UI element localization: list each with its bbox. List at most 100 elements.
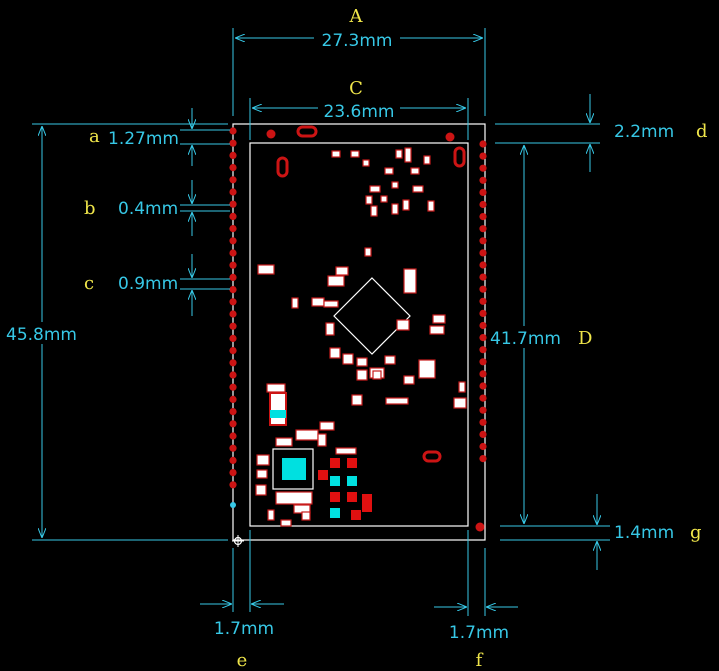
- smd-component: [453, 397, 467, 409]
- pad: [479, 358, 487, 366]
- pad: [229, 249, 237, 257]
- pad: [479, 213, 487, 221]
- smd-component: [391, 203, 399, 215]
- smd-component: [323, 300, 339, 308]
- pad: [479, 140, 487, 148]
- dim-value: 0.4mm: [118, 199, 178, 219]
- pad: [479, 382, 487, 390]
- dim-value: 1.4mm: [614, 523, 674, 543]
- smd-component: [351, 394, 363, 406]
- dim-value: 41.7mm: [490, 329, 561, 349]
- dim-value: 2.2mm: [614, 122, 674, 142]
- dimension-D: 41.7mm D: [490, 142, 610, 527]
- smd-component: [329, 347, 341, 359]
- oval-pad: [276, 156, 289, 178]
- pad: [479, 225, 487, 233]
- smd-component: [380, 195, 388, 203]
- dim-value: 23.6mm: [324, 102, 395, 122]
- top-pads: [230, 125, 485, 532]
- pad: [229, 383, 237, 391]
- origin-mark: [232, 535, 244, 547]
- pad: [229, 420, 237, 428]
- dimension-f: 1.7mm f: [434, 530, 518, 671]
- smd-component: [365, 195, 373, 205]
- smd-component: [395, 149, 403, 159]
- oval-pad: [296, 125, 318, 138]
- pad: [229, 347, 237, 355]
- pad: [229, 371, 237, 379]
- smd-component: [432, 314, 446, 324]
- power-pad: [347, 458, 357, 468]
- smd-component: [291, 297, 299, 309]
- smd-component: [362, 159, 370, 167]
- smd-component: [385, 397, 409, 405]
- pad: [229, 395, 237, 403]
- pad: [479, 334, 487, 342]
- pad: [229, 334, 237, 342]
- pad: [229, 286, 237, 294]
- mcu-outline: [333, 277, 411, 355]
- smd-component: [257, 264, 275, 275]
- pad-marker: [230, 502, 236, 508]
- pad: [229, 188, 237, 196]
- main-chip: [333, 277, 411, 355]
- pad: [479, 188, 487, 196]
- pad: [479, 249, 487, 257]
- pad: [479, 200, 487, 209]
- smd-component: [412, 185, 424, 193]
- pad: [229, 298, 237, 306]
- left-pad-row: [229, 127, 237, 489]
- pad: [479, 309, 487, 317]
- dimension-d: 2.2mm d: [495, 94, 708, 172]
- dim-letter: c: [84, 273, 94, 294]
- smd-component: [403, 268, 417, 294]
- smd-component: [301, 511, 311, 521]
- smd-component: [256, 454, 270, 466]
- pad: [479, 346, 487, 354]
- dimension-g: 1.4mm g: [500, 494, 702, 570]
- smd-component: [256, 469, 268, 479]
- smd-component: [331, 150, 341, 158]
- pad: [229, 310, 237, 318]
- pad: [229, 212, 237, 220]
- pad: [229, 127, 237, 135]
- pad: [479, 455, 487, 463]
- smd-component: [266, 383, 286, 393]
- smd-component: [311, 297, 325, 307]
- components: [255, 147, 467, 527]
- power-pad: [318, 470, 328, 480]
- smd-component: [391, 181, 399, 189]
- smd-component: [364, 247, 372, 257]
- power-pad: [330, 458, 340, 468]
- dim-letter: D: [578, 328, 592, 349]
- pad: [479, 321, 487, 330]
- smd-component: [423, 155, 431, 165]
- pcb-board: [232, 123, 486, 541]
- pad: [479, 418, 487, 426]
- smd-component: [335, 266, 349, 276]
- smd-component: [404, 147, 412, 163]
- power-pad: [347, 476, 357, 486]
- shield-outline: [249, 142, 469, 527]
- smd-component: [403, 375, 415, 385]
- smd-component: [342, 353, 354, 365]
- smd-component: [325, 322, 335, 336]
- smd-component: [350, 150, 360, 158]
- pad: [229, 261, 237, 269]
- smd-component: [427, 200, 435, 212]
- pad: [479, 406, 487, 414]
- pad: [479, 164, 487, 172]
- pad: [479, 176, 487, 184]
- power-pads: [318, 458, 372, 520]
- pad: [479, 370, 487, 378]
- pad: [266, 129, 276, 139]
- dim-letter: e: [237, 650, 248, 671]
- power-pad: [362, 494, 372, 512]
- rf-chip-outline: [272, 448, 314, 490]
- dim-value: 0.9mm: [118, 274, 178, 294]
- smd-component: [335, 447, 357, 455]
- oval-pad: [453, 146, 466, 168]
- dim-letter: b: [84, 198, 96, 219]
- pad: [479, 237, 487, 245]
